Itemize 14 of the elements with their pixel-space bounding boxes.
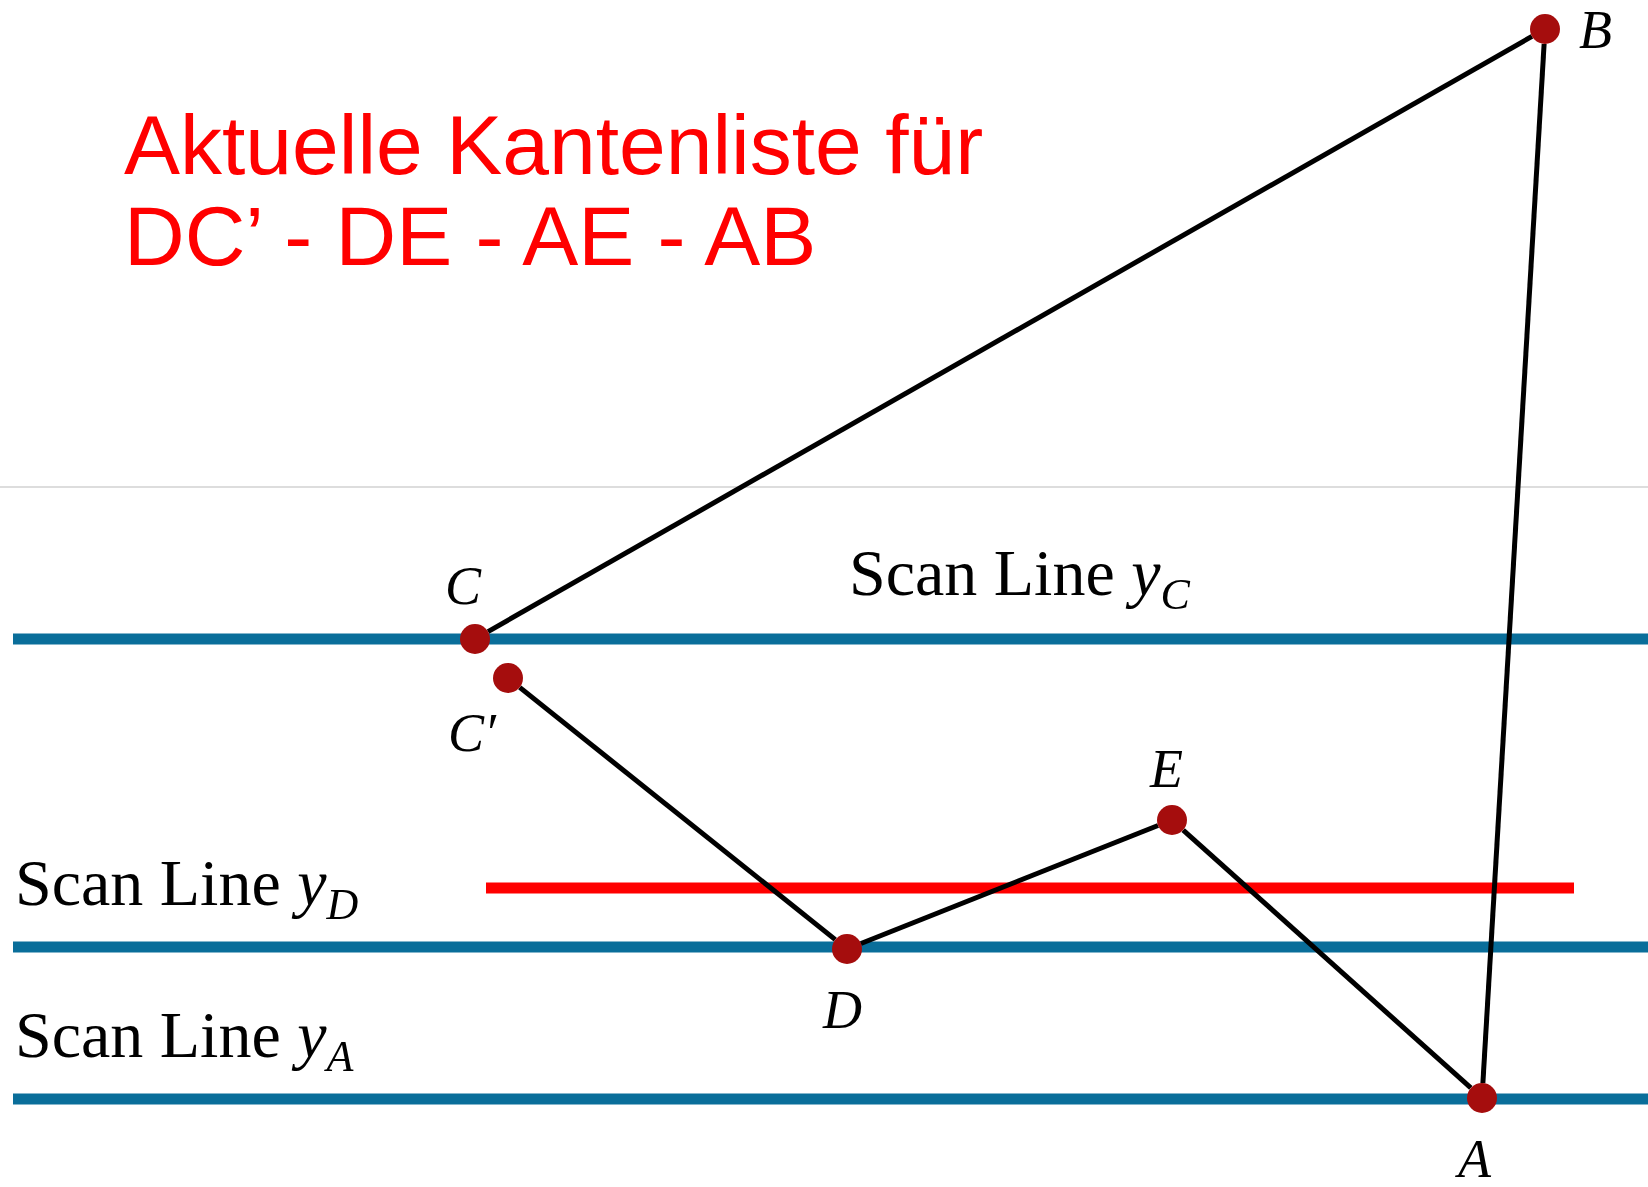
polygon-edge	[486, 34, 1534, 634]
vertex-label: B	[1579, 3, 1612, 57]
polygon-edge	[860, 823, 1159, 946]
annotation-text: Aktuelle Kantenliste für DC’ - DE - AE - AB	[124, 100, 985, 282]
scan-line-label: Scan Line y$_{A}$	[15, 1002, 354, 1079]
vertex-label: C′	[448, 706, 496, 760]
vertex-label: E	[1150, 742, 1183, 796]
vertex-label: D	[823, 983, 862, 1037]
polygon-edge	[1480, 43, 1547, 1084]
polygon-edge	[1181, 828, 1473, 1090]
scan-line-label: Scan Line y$_{C}$	[849, 540, 1190, 617]
vertex-label: C	[445, 559, 482, 613]
polygon-edge	[518, 685, 837, 942]
scan-line-label: Scan Line y$_{D}$	[15, 850, 359, 927]
